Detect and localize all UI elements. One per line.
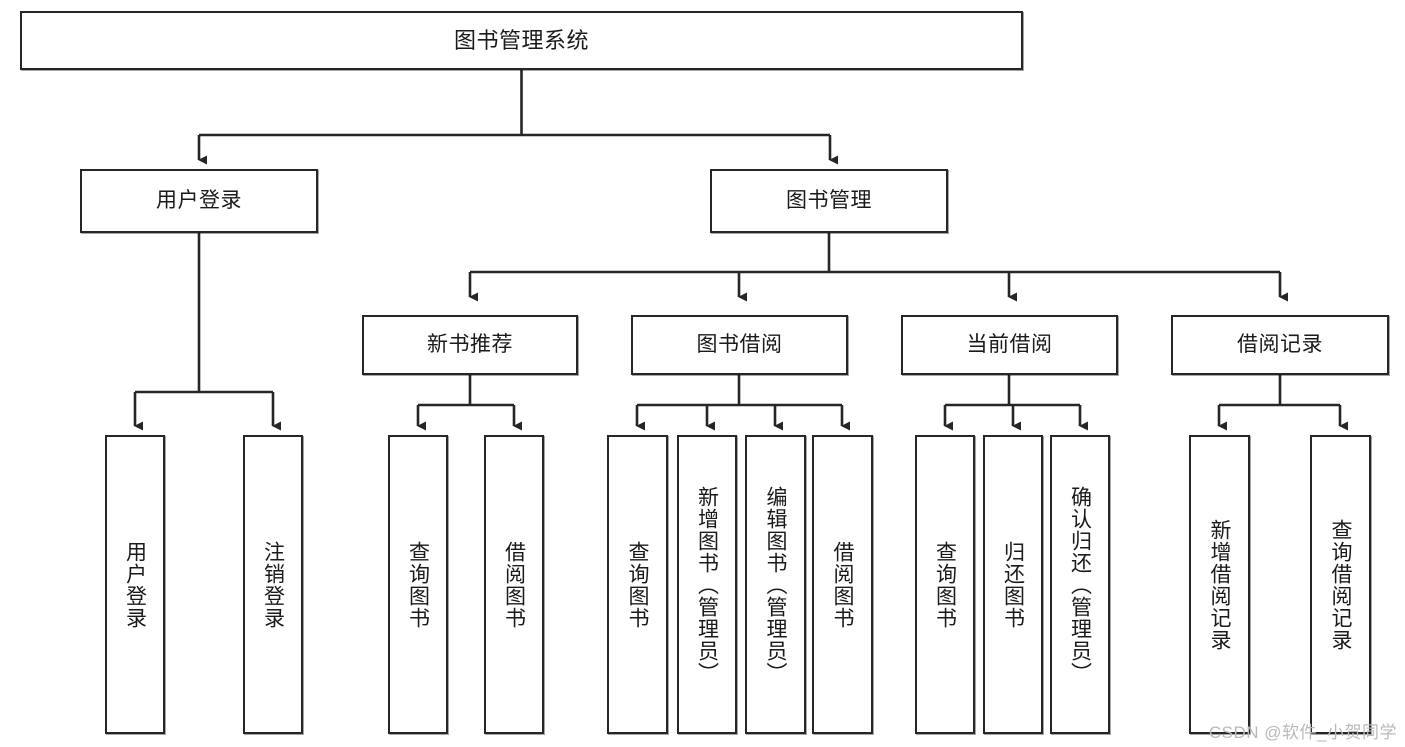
leaf-query-book-new-label: 查询图书 xyxy=(406,540,430,629)
node-book-management[interactable]: 图书管理 xyxy=(710,169,948,233)
node-user-login-label: 用户登录 xyxy=(156,188,242,212)
leaf-confirm-return-admin-label: 确认归还（管理员） xyxy=(1068,485,1092,684)
leaf-query-book-new[interactable]: 查询图书 xyxy=(388,435,448,734)
leaf-borrow-book-label: 借阅图书 xyxy=(831,540,854,629)
leaf-edit-book-admin[interactable]: 编辑图书（管理员） xyxy=(745,435,806,734)
node-new-book-recommend[interactable]: 新书推荐 xyxy=(362,315,578,375)
node-book-borrow-label: 图书借阅 xyxy=(696,332,783,356)
leaf-borrow-book-new[interactable]: 借阅图书 xyxy=(484,435,544,734)
node-book-management-label: 图书管理 xyxy=(786,188,872,212)
leaf-add-borrow-record[interactable]: 新增借阅记录 xyxy=(1189,435,1250,734)
node-root[interactable]: 图书管理系统 xyxy=(20,11,1023,70)
node-borrow-record-label: 借阅记录 xyxy=(1237,332,1323,356)
leaf-confirm-return-admin[interactable]: 确认归还（管理员） xyxy=(1050,435,1110,734)
leaf-add-book-admin[interactable]: 新增图书（管理员） xyxy=(677,435,737,734)
node-new-book-recommend-label: 新书推荐 xyxy=(427,332,513,356)
leaf-add-borrow-record-label: 新增借阅记录 xyxy=(1208,518,1231,651)
node-current-borrow[interactable]: 当前借阅 xyxy=(901,315,1118,375)
node-borrow-record[interactable]: 借阅记录 xyxy=(1171,315,1389,375)
node-book-borrow[interactable]: 图书借阅 xyxy=(631,315,848,375)
leaf-return-book-label: 归还图书 xyxy=(1001,540,1025,629)
node-user-login[interactable]: 用户登录 xyxy=(80,169,318,233)
node-root-label: 图书管理系统 xyxy=(453,27,589,53)
leaf-query-book-current[interactable]: 查询图书 xyxy=(915,435,975,734)
leaf-user-login[interactable]: 用户登录 xyxy=(105,435,165,734)
leaf-query-borrow-record[interactable]: 查询借阅记录 xyxy=(1310,435,1371,734)
leaf-logout-label: 注销登录 xyxy=(261,540,285,629)
leaf-borrow-book-new-label: 借阅图书 xyxy=(502,540,526,629)
leaf-query-borrow-record-label: 查询借阅记录 xyxy=(1329,518,1352,651)
leaf-query-book-current-label: 查询图书 xyxy=(933,540,957,629)
leaf-add-book-admin-label: 新增图书（管理员） xyxy=(695,485,719,684)
node-current-borrow-label: 当前借阅 xyxy=(966,332,1053,356)
leaf-borrow-book[interactable]: 借阅图书 xyxy=(812,435,873,734)
leaf-query-book-borrow-label: 查询图书 xyxy=(626,540,649,629)
leaf-logout[interactable]: 注销登录 xyxy=(243,435,303,734)
csdn-watermark: CSDN @软件_小贺同学 xyxy=(1208,723,1397,742)
leaf-return-book[interactable]: 归还图书 xyxy=(983,435,1043,734)
leaf-user-login-label: 用户登录 xyxy=(123,540,147,629)
leaf-edit-book-admin-label: 编辑图书（管理员） xyxy=(764,485,787,684)
leaf-query-book-borrow[interactable]: 查询图书 xyxy=(607,435,668,734)
